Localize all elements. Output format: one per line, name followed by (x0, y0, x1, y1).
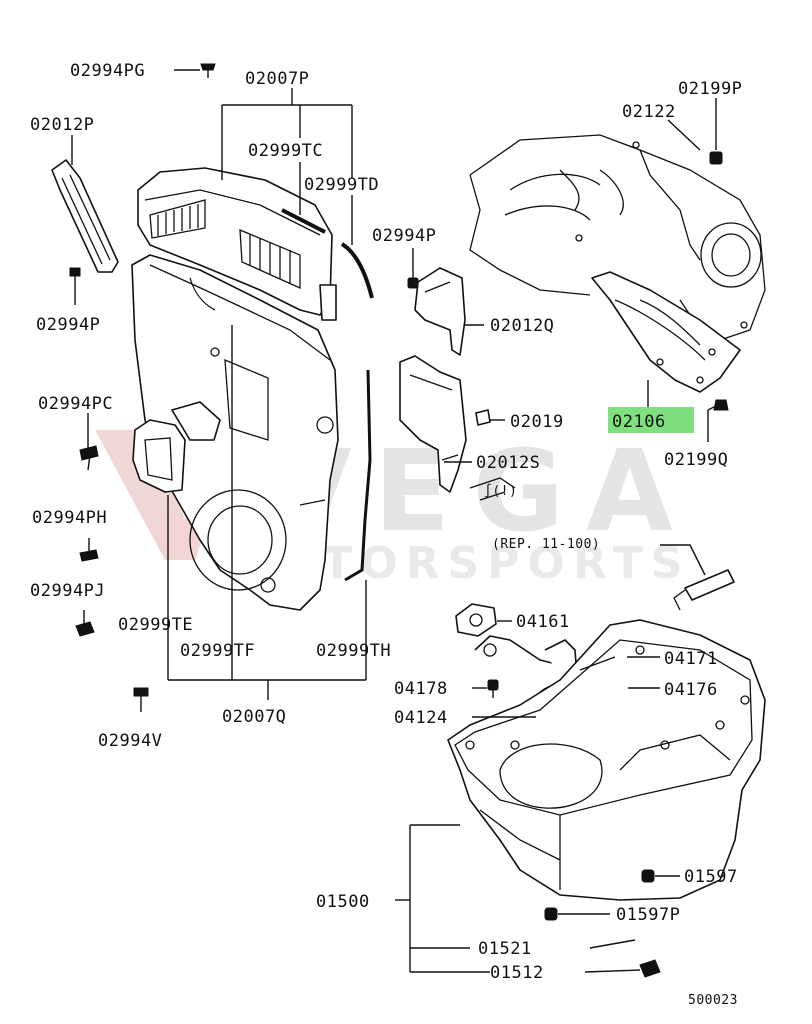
svg-text:∫(!): ∫(!) (484, 483, 517, 499)
label-02007Q: 02007Q (222, 707, 286, 727)
part-01500-oil-pan (447, 619, 766, 901)
label-02012S: 02012S (476, 453, 540, 473)
label-02994PG: 02994PG (70, 61, 145, 81)
label-02994P-left: 02994P (36, 315, 100, 335)
part-02199Q-bolt (713, 399, 729, 411)
part-02199P-bolt (709, 151, 723, 165)
label-04161: 04161 (516, 612, 570, 632)
label-02999TH: 02999TH (316, 641, 391, 661)
part-02999TC-gasket (281, 208, 326, 234)
part-04161-gasket (455, 603, 497, 637)
label-02999TC: 02999TC (248, 141, 323, 161)
label-04178: 04178 (394, 679, 448, 699)
part-02994PC-bolt (79, 445, 99, 471)
label-rep-11-100: (REP. 11-100) (492, 537, 600, 552)
leader-lines (71, 69, 717, 973)
part-02999TE-seal (132, 401, 221, 493)
label-02999TD: 02999TD (304, 175, 379, 195)
label-02199Q: 02199Q (664, 450, 728, 470)
label-01521: 01521 (478, 939, 532, 959)
part-01512-clip (639, 959, 661, 978)
label-01597P: 01597P (616, 905, 680, 925)
label-01500: 01500 (316, 892, 370, 912)
part-labels: 02994PG 02007P 02199P 02122 02012P 02999… (30, 61, 742, 1008)
label-04171: 04171 (664, 649, 718, 669)
highlight-02106 (608, 407, 694, 433)
part-02012P-rail (51, 159, 119, 273)
part-02994PH-bolt (79, 538, 99, 562)
part-sealant-tube (673, 569, 735, 611)
part-02999TD-gasket (340, 242, 374, 299)
part-02994PJ-bolt (75, 610, 95, 637)
engine-mount-lines: ∫(!) (469, 477, 517, 501)
label-02012Q: 02012Q (490, 316, 554, 336)
part-02999TH-gasket (344, 369, 372, 582)
label-02994PJ: 02994PJ (30, 581, 105, 601)
label-diagram-number: 500023 (688, 993, 738, 1008)
part-02019-clip (475, 409, 491, 426)
part-02994PG-screw (200, 63, 216, 78)
label-02122: 02122 (622, 102, 676, 122)
label-02012P: 02012P (30, 115, 94, 135)
label-02019: 02019 (510, 412, 564, 432)
part-02106-inner-cover (591, 271, 741, 393)
label-02106: 02106 (612, 412, 666, 432)
label-02999TF: 02999TF (180, 641, 255, 661)
label-02999TE: 02999TE (118, 615, 193, 635)
part-02012Q-bracket (414, 267, 466, 356)
label-04124: 04124 (394, 708, 448, 728)
label-02007P: 02007P (245, 69, 309, 89)
label-04176: 04176 (664, 680, 718, 700)
label-01597: 01597 (684, 867, 738, 887)
part-01597-drain-plug (641, 869, 655, 883)
part-01597P-washer (544, 907, 558, 921)
part-04178-bolt (487, 679, 499, 698)
part-02007P-upper-cover (137, 167, 337, 321)
label-02994V: 02994V (98, 731, 162, 751)
part-02994P-bolt-center (407, 277, 419, 289)
label-02994P-center: 02994P (372, 226, 436, 246)
label-02994PH: 02994PH (32, 508, 107, 528)
part-02994V-bolt (133, 687, 149, 712)
part-02994P-bolt-left (69, 267, 81, 300)
label-01512: 01512 (490, 963, 544, 983)
label-02199P: 02199P (678, 79, 742, 99)
label-02994PC: 02994PC (38, 394, 113, 414)
part-02012S-bracket (399, 355, 467, 493)
